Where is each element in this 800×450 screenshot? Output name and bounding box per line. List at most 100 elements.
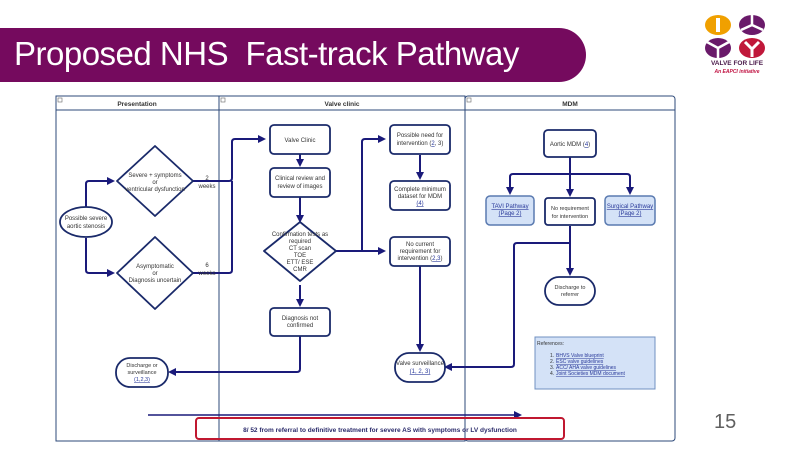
edge-label-2-weeks: 2 [205, 176, 209, 182]
svg-text:Diagnosis uncertain: Diagnosis uncertain [129, 278, 182, 284]
edge-mdm-to-tavi [506, 173, 570, 195]
svg-text:Clinical review and: Clinical review and [275, 176, 325, 182]
title-bar: Proposed NHS Fast-track Pathway [0, 28, 586, 82]
node-valve-surveillance: Valve surveillance (1, 2, 3) [394, 352, 446, 383]
references-box: References: 1. BHVS Valve blueprint 2. E… [534, 336, 656, 390]
lane-title: Valve clinic [324, 101, 359, 108]
reference-item[interactable]: 2. ESC valve guidelines [550, 359, 604, 365]
connectors [85, 135, 634, 376]
timeline-label: 8/ 52 from referral to definitive treatm… [243, 427, 517, 434]
svg-text:3.: 3. [550, 365, 554, 371]
lane-title: Presentation [117, 101, 156, 108]
edge-asymptomatic-to-clinic [193, 181, 233, 274]
node-severe-symptoms: Severe + symptoms or ventricular dysfunc… [116, 145, 194, 217]
reference-link[interactable]: (1,2,3) [134, 377, 150, 383]
surgical-pathway-link[interactable]: Surgical Pathway [607, 204, 653, 210]
svg-text:Possible severe: Possible severe [65, 216, 108, 222]
lane-title: MDM [562, 101, 578, 108]
node-complete-dataset: Complete minimum dataset for MDM (4) [389, 180, 451, 211]
edge-mdm-to-surgical [570, 173, 634, 195]
node-no-requirement: No requirement for intervention [544, 197, 596, 226]
lane-collapse-icon[interactable] [57, 97, 63, 103]
svg-text:surveillance: surveillance [127, 370, 156, 376]
reference-item[interactable]: 1. BHVS Valve blueprint [550, 353, 604, 359]
valve-for-life-logo: VALVE FOR LIFE An EAPCI initiative [700, 14, 780, 80]
svg-text:aortic stenosis: aortic stenosis [67, 224, 105, 230]
timeline-highlight-box [195, 417, 565, 440]
page-number: 15 [714, 411, 737, 433]
node-diagnosis-not-confirmed: Diagnosis not confirmed [269, 307, 331, 337]
svg-text:Possible need for: Possible need for [397, 133, 443, 139]
lane-collapse-icon[interactable] [220, 97, 226, 103]
node-aortic-mdm: Aortic MDM (4) [543, 129, 597, 158]
logo-caption: VALVE FOR LIFE [710, 60, 764, 67]
node-discharge-or-surveillance: Discharge or surveillance (1,2,3) [115, 357, 169, 388]
svg-text:required: required [289, 239, 311, 245]
reference-link[interactable]: (1, 2, 3) [410, 369, 431, 375]
svg-text:4.: 4. [550, 371, 554, 377]
svg-text:for intervention: for intervention [552, 214, 588, 220]
svg-text:Discharge to: Discharge to [555, 285, 586, 291]
svg-text:confirmed: confirmed [287, 323, 313, 329]
slide-title: Proposed NHS Fast-track Pathway [14, 35, 519, 72]
lane-collapse-icon[interactable] [466, 97, 472, 103]
svg-text:CMR: CMR [293, 267, 307, 273]
svg-text:or: or [152, 180, 157, 186]
timeline: 8/ 52 from referral to definitive treatm… [148, 411, 565, 440]
node-discharge-to-referrer: Discharge to referrer [544, 276, 596, 306]
edge-label-6-weeks: 6 [205, 263, 209, 269]
edge-notconfirmed-to-discharge [168, 335, 301, 376]
reference-link[interactable]: 2,3 [432, 256, 441, 262]
reference-link-bhvs[interactable]: BHVS Valve blueprint [556, 353, 604, 359]
svg-text:Severe + symptoms: Severe + symptoms [128, 173, 181, 179]
reference-link-acc-aha[interactable]: ACC/ AHA valve guidelines [556, 365, 617, 371]
svg-text:intervention (2, 3): intervention (2, 3) [397, 141, 444, 147]
node-tavi-pathway[interactable]: TAVI Pathway (Page 2) [485, 195, 535, 226]
reference-item[interactable]: 4. Joint Societies MDM document [550, 371, 626, 377]
svg-text:No requirement: No requirement [551, 206, 589, 212]
reference-link-joint-societies[interactable]: Joint Societies MDM document [556, 371, 626, 377]
tavi-pathway-link[interactable]: TAVI Pathway [491, 204, 528, 210]
node-possible-severe-as: Possible severe aortic stenosis [59, 206, 113, 238]
svg-text:(Page 2)[interactable]: (Page 2) [498, 211, 521, 217]
node-possible-need: Possible need for intervention (2, 3) [389, 124, 451, 155]
svg-text:TOE: TOE [294, 253, 306, 259]
svg-text:ETT/ ESE: ETT/ ESE [287, 260, 314, 266]
reference-link[interactable]: 2 [431, 141, 435, 147]
edge-norequirement-to-surveillance [444, 242, 570, 371]
node-valve-clinic: Valve Clinic [269, 124, 331, 155]
reference-link[interactable]: 4 [585, 142, 589, 148]
references-title: References: [537, 341, 564, 347]
svg-text:Complete minimum: Complete minimum [394, 187, 446, 193]
logo-subcaption: An EAPCI initiative [714, 69, 760, 75]
reference-item[interactable]: 3. ACC/ AHA valve guidelines [550, 365, 617, 371]
svg-text:CT scan: CT scan [289, 246, 311, 252]
svg-text:(Page 2)[interactable]: (Page 2) [618, 211, 641, 217]
svg-text:referrer: referrer [561, 292, 579, 298]
node-surgical-pathway[interactable]: Surgical Pathway (Page 2) [604, 195, 656, 226]
svg-text:Confirmation tests as: Confirmation tests as [272, 232, 328, 238]
lane-mdm: MDM [464, 95, 676, 442]
svg-text:Diagnosis not: Diagnosis not [282, 316, 319, 322]
svg-text:weeks: weeks [197, 184, 215, 190]
reference-link-esc[interactable]: ESC valve guidelines [556, 359, 604, 365]
svg-text:review of images: review of images [277, 184, 322, 190]
edge-severe-to-clinic [193, 135, 266, 182]
svg-text:Asymptomatic: Asymptomatic [136, 264, 174, 270]
svg-text:Valve surveillance: Valve surveillance [396, 361, 445, 367]
svg-text:Aortic MDM (4): Aortic MDM (4) [550, 142, 590, 148]
svg-text:ventricular dysfunction: ventricular dysfunction [125, 187, 185, 193]
svg-text:weeks: weeks [197, 271, 215, 277]
svg-text:Discharge or: Discharge or [126, 363, 157, 369]
reference-link[interactable]: (4) [416, 201, 423, 207]
svg-text:or: or [152, 271, 157, 277]
svg-text:1.: 1. [550, 353, 554, 359]
svg-text:requirement for: requirement for [400, 249, 441, 255]
node-confirmation-tests: Confirmation tests as required CT scan T… [263, 221, 337, 282]
edge-start-to-asymptomatic [85, 238, 115, 277]
valve-logo-icon [705, 15, 765, 58]
svg-text:No current: No current [406, 242, 434, 248]
svg-text:Valve Clinic: Valve Clinic [285, 138, 316, 144]
svg-text:dataset for MDM: dataset for MDM [398, 194, 442, 200]
